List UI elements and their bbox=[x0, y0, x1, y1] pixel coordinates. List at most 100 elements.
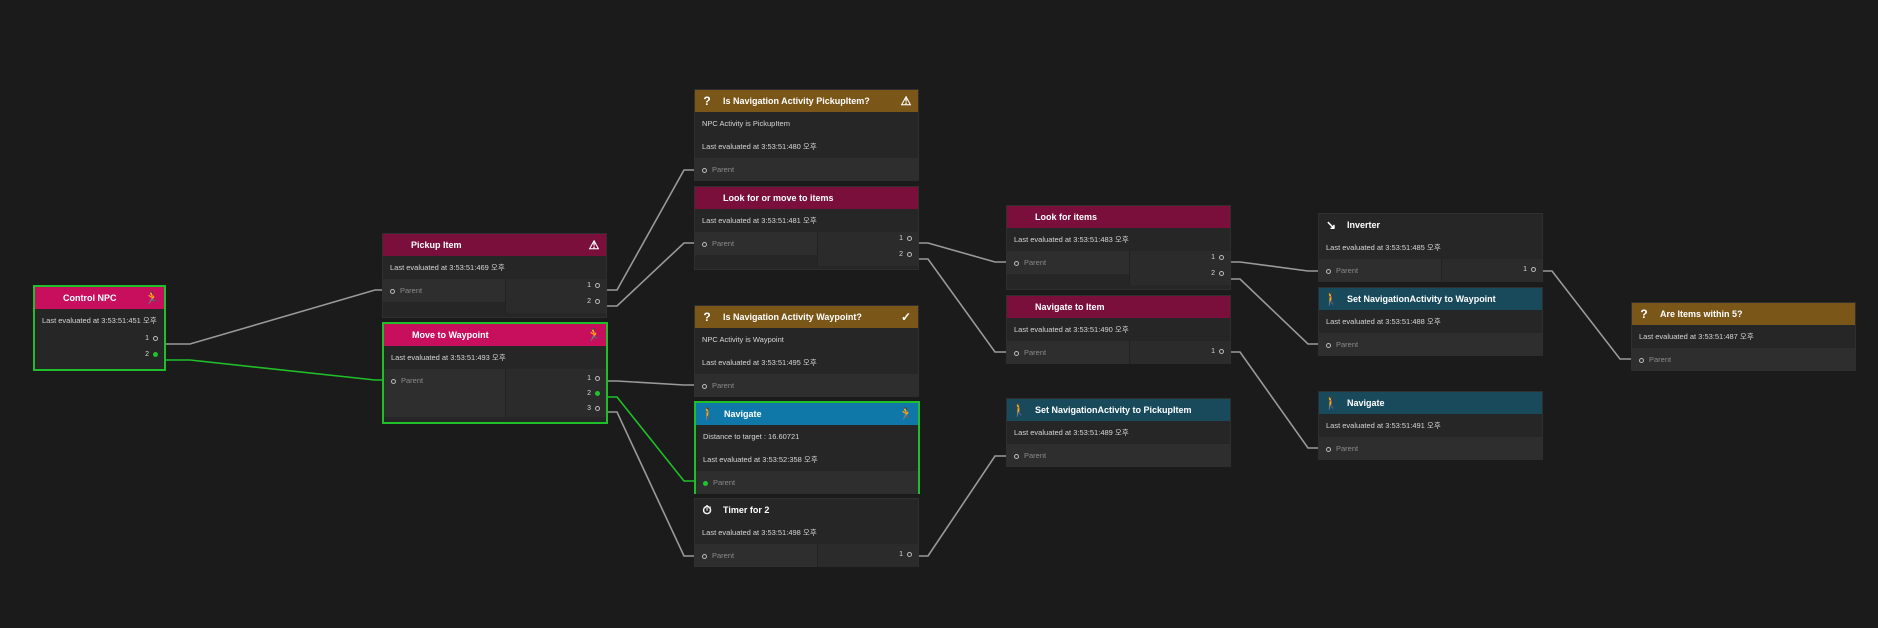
node-timer[interactable]: ⏱ Timer for 2 Last evaluated at 3:53:51:… bbox=[694, 498, 919, 567]
node-title: Navigate to Item bbox=[1035, 302, 1105, 312]
wire-inverter-areitems bbox=[1541, 270, 1635, 360]
node-control-npc[interactable]: Control NPC 🏃 Last evaluated at 3:53:51:… bbox=[33, 285, 166, 371]
output-port-1[interactable]: 1 bbox=[145, 335, 158, 342]
last-evaluated-text: Last evaluated at 3:53:51:480 오후 bbox=[702, 142, 817, 151]
parent-input-port[interactable]: Parent bbox=[695, 158, 918, 181]
last-evaluated-text: Last evaluated at 3:53:51:485 오후 bbox=[1326, 243, 1441, 252]
output-ports: 1 2 3 bbox=[505, 369, 606, 417]
last-evaluated-text: Last evaluated at 3:53:51:489 오후 bbox=[1014, 428, 1129, 437]
output-port-2[interactable]: 2 bbox=[899, 251, 912, 258]
condition-text: NPC Activity is PickupItem bbox=[702, 119, 790, 128]
output-port-3[interactable]: 3 bbox=[587, 405, 600, 412]
parent-input-port[interactable]: Parent bbox=[1319, 437, 1542, 460]
node-look-for-items[interactable]: Look for items Last evaluated at 3:53:51… bbox=[1006, 205, 1231, 290]
output-ports: 1 2 bbox=[1129, 251, 1230, 285]
wire-navitem-navigate bbox=[1229, 351, 1323, 449]
parent-input-port[interactable]: Parent bbox=[383, 279, 505, 302]
parent-input-port[interactable]: Parent bbox=[1007, 444, 1230, 467]
output-ports: 1 bbox=[1441, 259, 1542, 282]
port-row: Parent 1 2 bbox=[383, 279, 606, 313]
output-port-1[interactable]: 1 bbox=[1523, 266, 1536, 273]
output-ports: 1 2 bbox=[35, 332, 164, 370]
node-title: Navigate bbox=[1347, 398, 1385, 408]
wire-pickup-look bbox=[605, 242, 699, 307]
output-ports: 1 bbox=[817, 544, 918, 567]
node-title: Move to Waypoint bbox=[412, 330, 489, 340]
question-icon: ? bbox=[1640, 307, 1648, 321]
last-evaluated-text: Last evaluated at 3:53:51:487 오후 bbox=[1639, 332, 1754, 341]
node-header: Control NPC 🏃 bbox=[35, 287, 164, 309]
wire-look-lookitems bbox=[917, 242, 1011, 263]
warning-triangles-icon: ⚠ bbox=[588, 238, 600, 252]
node-is-nav-pickup[interactable]: ? Is Navigation Activity PickupItem? ⚠ N… bbox=[694, 89, 919, 181]
wire-timer-setpickup bbox=[917, 455, 1011, 557]
node-move-to-waypoint[interactable]: Move to Waypoint 🏃 Last evaluated at 3:5… bbox=[382, 322, 608, 424]
node-set-nav-waypoint[interactable]: 🚶 Set NavigationActivity to Waypoint Las… bbox=[1318, 287, 1543, 356]
port-row: Parent bbox=[1007, 444, 1230, 467]
node-is-nav-waypoint[interactable]: ? Is Navigation Activity Waypoint? ✓ NPC… bbox=[694, 305, 919, 397]
node-title: Inverter bbox=[1347, 220, 1381, 230]
node-title: Pickup Item bbox=[411, 240, 462, 250]
parent-input-port[interactable]: Parent bbox=[384, 369, 505, 417]
output-port-1[interactable]: 1 bbox=[587, 375, 600, 382]
output-port-2[interactable]: 2 bbox=[587, 390, 600, 397]
parent-input-port[interactable]: Parent bbox=[695, 232, 817, 255]
port-row: Parent 1 2 3 bbox=[384, 369, 606, 417]
parent-input-port[interactable]: Parent bbox=[1007, 341, 1129, 364]
parent-input-port[interactable]: Parent bbox=[695, 374, 918, 397]
last-evaluated-text: Last evaluated at 3:53:52:358 오후 bbox=[703, 455, 818, 464]
node-header: Look for items bbox=[1007, 206, 1230, 228]
parent-input-port[interactable]: Parent bbox=[696, 471, 918, 494]
parent-input-port[interactable]: Parent bbox=[1319, 259, 1441, 282]
output-port-2[interactable]: 2 bbox=[1211, 270, 1224, 277]
output-port-1[interactable]: 1 bbox=[899, 235, 912, 242]
output-port-2[interactable]: 2 bbox=[587, 298, 600, 305]
node-title: Is Navigation Activity PickupItem? bbox=[723, 96, 870, 106]
last-evaluated-text: Last evaluated at 3:53:51:481 오후 bbox=[702, 216, 817, 225]
node-header: 🚶 Set NavigationActivity to Waypoint bbox=[1319, 288, 1542, 310]
parent-input-port[interactable]: Parent bbox=[1632, 348, 1855, 371]
port-row: Parent 1 bbox=[1007, 341, 1230, 364]
node-title: Are Items within 5? bbox=[1660, 309, 1743, 319]
node-header: Look for or move to items bbox=[695, 187, 918, 209]
node-title: Navigate bbox=[724, 409, 762, 419]
navigate-icon: 🚶 bbox=[1323, 292, 1339, 306]
node-header: 🚶 Navigate 🏃 bbox=[696, 403, 918, 425]
node-title: Set NavigationActivity to PickupItem bbox=[1035, 405, 1192, 415]
node-title: Control NPC bbox=[63, 293, 117, 303]
output-port-1[interactable]: 1 bbox=[587, 282, 600, 289]
node-header: ? Is Navigation Activity Waypoint? ✓ bbox=[695, 306, 918, 328]
wire-move-timer bbox=[605, 411, 699, 557]
node-header: Move to Waypoint 🏃 bbox=[384, 324, 606, 346]
output-ports: 1 2 bbox=[505, 279, 606, 313]
output-port-2[interactable]: 2 bbox=[145, 351, 158, 358]
node-title: Look for items bbox=[1035, 212, 1098, 222]
navigate-icon: 🚶 bbox=[1323, 396, 1339, 410]
output-port-1[interactable]: 1 bbox=[899, 551, 912, 558]
node-header: ↘ Inverter bbox=[1319, 214, 1542, 236]
output-port-1[interactable]: 1 bbox=[1211, 254, 1224, 261]
inverter-icon: ↘ bbox=[1325, 218, 1337, 232]
node-header: 🚶 Navigate bbox=[1319, 392, 1542, 414]
wire-look-navitem bbox=[917, 258, 1011, 353]
node-title: Is Navigation Activity Waypoint? bbox=[723, 312, 862, 322]
node-pickup-item[interactable]: Pickup Item ⚠ Last evaluated at 3:53:51:… bbox=[382, 233, 607, 318]
node-set-nav-pickup[interactable]: 🚶 Set NavigationActivity to PickupItem L… bbox=[1006, 398, 1231, 467]
node-look-or-move[interactable]: Look for or move to items Last evaluated… bbox=[694, 186, 919, 270]
output-ports: 1 2 bbox=[817, 232, 918, 266]
parent-input-port[interactable]: Parent bbox=[1007, 251, 1129, 274]
node-navigate-to-item[interactable]: Navigate to Item Last evaluated at 3:53:… bbox=[1006, 295, 1231, 364]
node-inverter[interactable]: ↘ Inverter Last evaluated at 3:53:51:485… bbox=[1318, 213, 1543, 282]
wire-control-pickup bbox=[158, 289, 384, 345]
output-port-1[interactable]: 1 bbox=[1211, 348, 1224, 355]
node-header: ⏱ Timer for 2 bbox=[695, 499, 918, 521]
node-are-items-within[interactable]: ? Are Items within 5? Last evaluated at … bbox=[1631, 302, 1856, 371]
parent-input-port[interactable]: Parent bbox=[1319, 333, 1542, 356]
node-navigate[interactable]: 🚶 Navigate Last evaluated at 3:53:51:491… bbox=[1318, 391, 1543, 460]
port-row: Parent bbox=[695, 374, 918, 397]
running-person-icon: 🏃 bbox=[898, 407, 914, 421]
warning-triangle-icon: ⚠ bbox=[900, 94, 912, 108]
last-evaluated-text: Last evaluated at 3:53:51:498 오후 bbox=[702, 528, 817, 537]
node-navigate-active[interactable]: 🚶 Navigate 🏃 Distance to target : 16.607… bbox=[694, 401, 920, 494]
parent-input-port[interactable]: Parent bbox=[695, 544, 817, 567]
